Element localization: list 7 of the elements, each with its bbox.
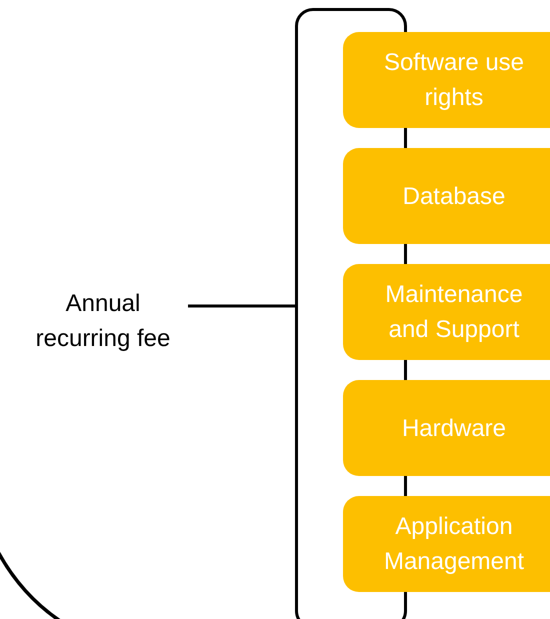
node-label: Annual recurring fee	[34, 289, 172, 354]
category-box: Hardware	[343, 380, 550, 476]
category-box: Maintenance and Support	[343, 264, 550, 360]
connector-line	[188, 304, 295, 308]
category-box: Database	[343, 148, 550, 244]
category-box: Software use rights	[343, 32, 550, 128]
category-box: Application Management	[343, 496, 550, 592]
